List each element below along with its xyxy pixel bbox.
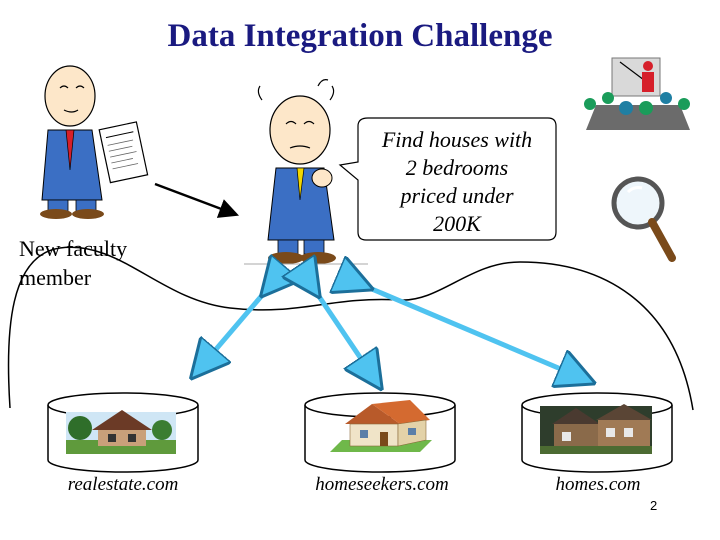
query-line-2: 2 bedrooms: [405, 155, 509, 180]
house-photo-homes: [540, 404, 652, 454]
house-photo-realestate: [66, 410, 176, 454]
page-number: 2: [650, 498, 658, 513]
faculty-label-line-1: New faculty: [19, 236, 128, 261]
source-label-homeseekers: homeseekers.com: [315, 474, 449, 495]
query-line-4: 200K: [433, 211, 481, 236]
presentation-audience-icon: [584, 57, 690, 130]
faculty-member-label: New faculty member: [19, 234, 127, 292]
database-realestate: [47, 392, 199, 473]
database-homes: [521, 392, 673, 473]
arrow-to-homes: [360, 284, 582, 378]
database-homeseekers: [304, 392, 456, 473]
source-label-realestate: realestate.com: [67, 474, 179, 495]
house-illustration-homeseekers: [330, 400, 432, 452]
arrow-to-realestate: [200, 286, 270, 368]
query-text: Find houses with 2 bedrooms priced under…: [362, 126, 552, 238]
query-line-3: priced under: [400, 183, 514, 208]
faculty-member-figure: [40, 65, 104, 219]
resume-document-icon: [98, 121, 149, 184]
source-label-homes: homes.com: [555, 474, 641, 495]
faculty-label-line-2: member: [19, 265, 92, 290]
query-line-1: Find houses with: [381, 127, 533, 152]
query-speech-bubble: [338, 117, 557, 241]
slide-title: Data Integration Challenge: [167, 18, 553, 54]
handoff-arrow: [154, 182, 240, 218]
magnifying-glass-icon: [611, 176, 676, 262]
